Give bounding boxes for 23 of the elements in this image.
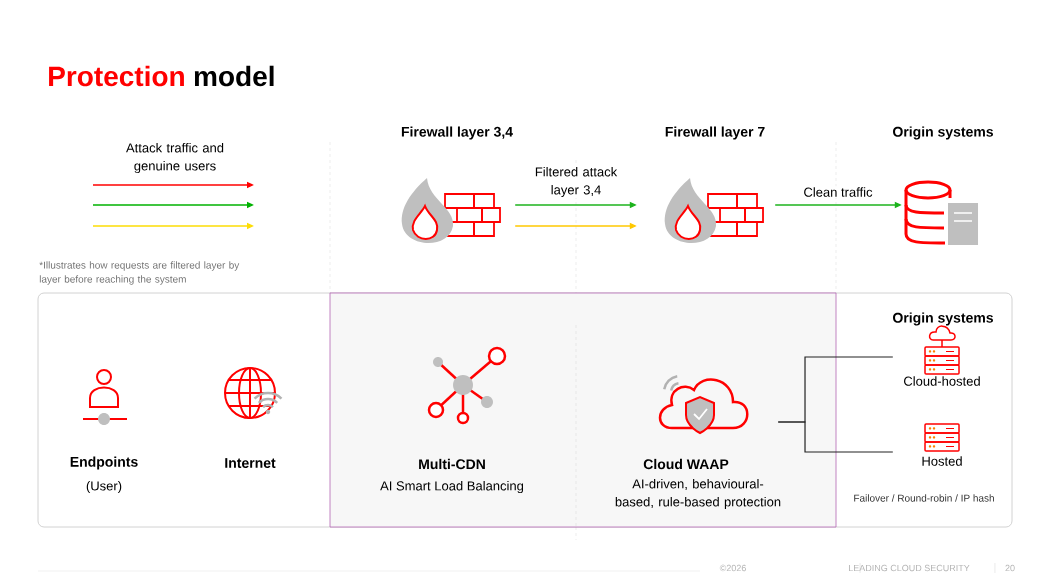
node-text: Hosted	[922, 456, 962, 466]
node-heading: Cloud WAAP	[643, 458, 729, 470]
node-heading: Firewall layer 7	[665, 126, 765, 140]
note: Failover / Round-robin / IP hash	[854, 494, 994, 502]
title: model	[194, 65, 274, 87]
node-heading: Origin systems	[893, 126, 993, 140]
footer-text: ©2026	[719, 564, 746, 572]
edge-label: Filtered attack layer 3,4	[525, 165, 627, 199]
node-heading: Internet	[225, 458, 276, 468]
page-number: 20	[1005, 564, 1015, 572]
node-heading: Multi-CDN	[419, 458, 485, 470]
text: Attack traffic and genuine users	[126, 142, 224, 174]
title: Protection	[49, 65, 184, 87]
node-text: (User)	[86, 480, 122, 494]
node-text: AI Smart Load Balancing	[380, 480, 524, 494]
node-heading: Firewall layer 3,4	[401, 126, 513, 140]
note: *Illustrates how requests are filtered layer by layer before reaching the system	[39, 261, 240, 285]
service-panel	[329, 292, 837, 528]
node-heading: Endpoints	[70, 456, 138, 470]
node-text: Cloud-hosted	[904, 376, 980, 386]
footer-text: LEADING CLOUD SECURITY	[849, 564, 970, 572]
edge-label: Clean traffic	[802, 186, 874, 198]
node-text: AI-driven, behavioural-based, rule-based protection	[615, 478, 781, 510]
